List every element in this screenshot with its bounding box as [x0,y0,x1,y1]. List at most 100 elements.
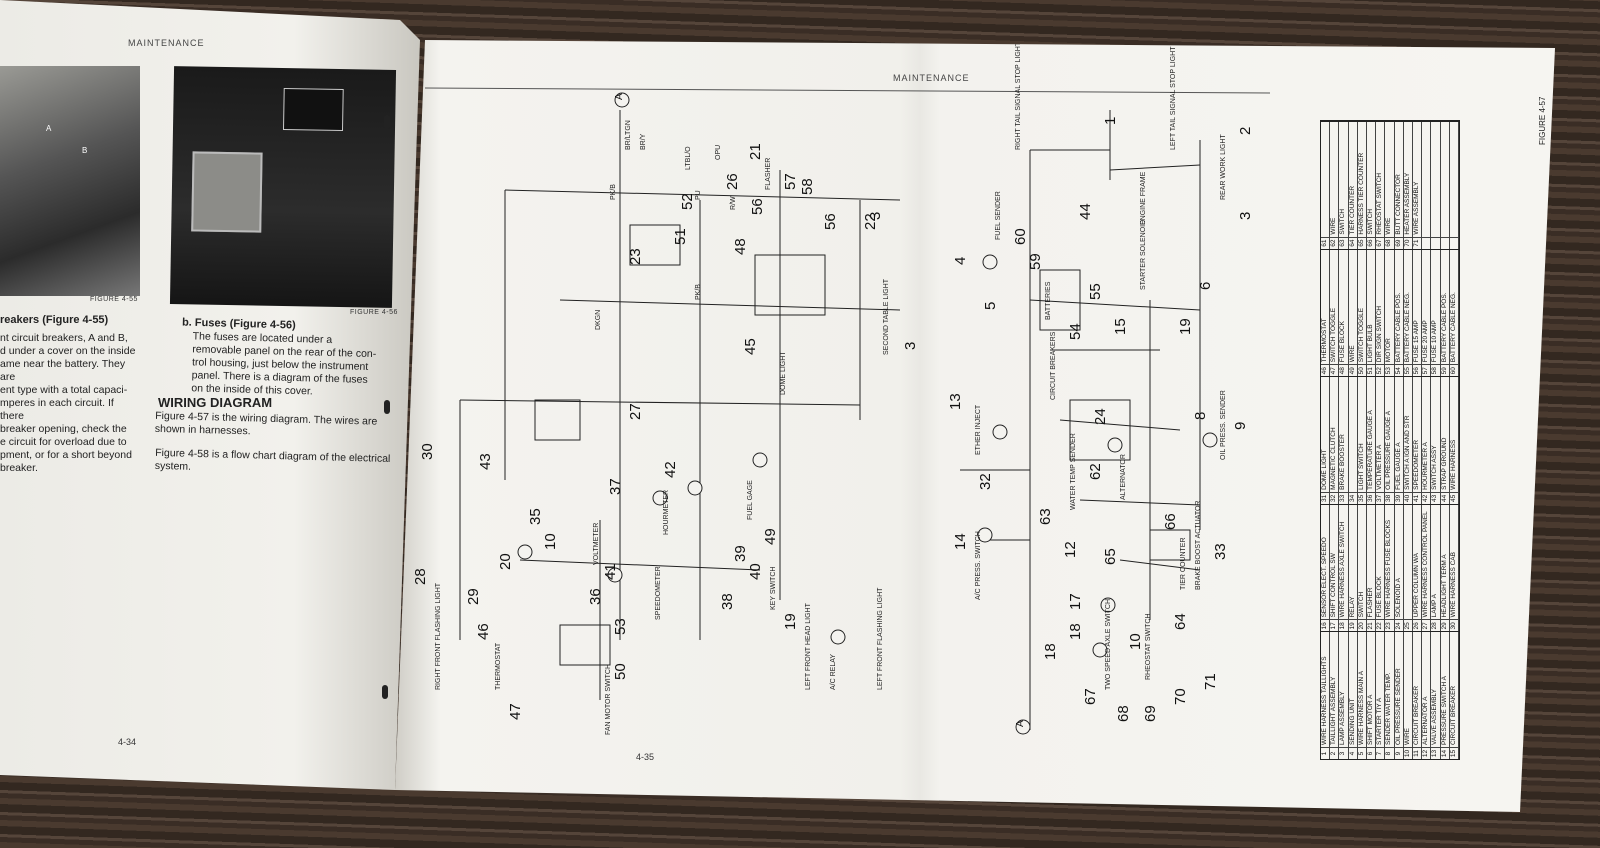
part-number: 15 [1449,747,1459,759]
part-number: 4 [1348,747,1357,759]
callout-number: 29 [465,588,482,605]
wire-label: A/C RELAY [830,654,837,690]
part-name: WIRE HARNESS AXLE SWITCH [1339,521,1347,618]
wire-label: ENGINE FRAME [1140,171,1147,225]
component-block [629,224,681,266]
table-row [1440,122,1450,249]
component-symbol [687,480,703,496]
part-name: SWITCH [1357,591,1365,618]
callout-number: 59 [1027,253,1044,270]
part-name: WIRE [1330,217,1338,235]
part-name [1422,235,1430,237]
callout-number: A [614,93,625,100]
part-number: 65 [1357,236,1367,249]
callout-number: 60 [1012,228,1029,245]
part-number: 27 [1422,619,1431,632]
component-symbol [752,452,768,468]
part-name: PRESSURE SWITCH A [1440,676,1448,745]
part-number: 10 [1403,747,1413,759]
callout-number: 46 [475,623,492,640]
part-name: LAMP A [1431,594,1439,618]
part-name: WIRE [1385,217,1393,235]
callout-number: 58 [799,178,816,195]
component-symbol [992,424,1008,440]
component-block [1069,399,1131,461]
part-number: 35 [1357,491,1367,504]
wire-label: LTBL/O [685,146,692,170]
part-number [1449,236,1459,249]
callout-number: 23 [627,248,644,265]
callout-number: 21 [747,143,764,160]
fuse-box [191,151,263,233]
part-name: SOLENOID A [1394,578,1402,618]
part-name: VOLTMETER A [1376,444,1384,490]
callout-number: 41 [602,563,619,580]
callout-number: 17 [1067,593,1084,610]
wire-label: TWO SPEED AXLE SWITCH [1105,599,1112,690]
callout-number: 22 [862,213,879,230]
part-name: TAILLIGHT ASSEMBLY [1330,676,1338,745]
part-name: FUSE 20 AMP [1422,320,1430,363]
callout-number: 52 [679,193,696,210]
callout-number: 1 [1102,117,1119,125]
wire-label: OPU [715,145,722,160]
part-name: LIGHT SWITCH [1357,443,1365,490]
callout-number: 51 [672,228,689,245]
part-number: 24 [1394,619,1403,632]
text-line: breaker opening, check the [0,423,127,435]
part-number: 36 [1367,491,1376,504]
callout-number: 63 [1037,508,1054,525]
callout-number: 4 [952,257,969,265]
callout-number: 33 [1212,543,1229,560]
callout-number: 66 [1162,513,1179,530]
part-name: LIGHT BULB [1367,324,1375,363]
wire-label: RHEOSTAT SWITCH [1145,614,1152,681]
wire-label: CIRCUIT BREAKERS [1050,331,1057,400]
text-line: ent type with a total capaci- [0,384,128,396]
wire-label: PK/B [610,184,617,200]
callout-number: 18 [1042,643,1059,660]
part-number: 53 [1385,364,1394,377]
wire-label: DKGN [595,310,602,330]
part-name: BRAKE BOOSTER [1339,434,1347,490]
wire-label: LEFT FRONT FLASHING LIGHT [877,587,884,690]
callout-number: 36 [587,588,604,605]
part-name: WIRE HARNESS MAIN A [1357,670,1365,745]
part-number: 50 [1357,364,1367,377]
part-number: 70 [1403,236,1413,249]
callout-number: 3 [902,342,919,350]
part-number: 48 [1339,364,1348,377]
wire-label: PU [695,190,702,200]
part-number: 11 [1413,747,1422,759]
part-name: WIRE HARNESS [1449,439,1457,490]
callout-number: 18 [1067,623,1084,640]
part-name: SHIFT CONTROL SW [1330,553,1338,618]
part-name: FLASHER [1367,587,1375,618]
wire-label: OIL PRESS. SENDER [1220,390,1227,460]
wire-label: DOME LIGHT [780,351,787,395]
callout-number: 48 [732,238,749,255]
callout-number: 26 [724,173,741,190]
part-name: SWITCH [1339,208,1347,235]
part-name: WIRE HARNESS FUSE BLOCKS [1385,519,1393,618]
